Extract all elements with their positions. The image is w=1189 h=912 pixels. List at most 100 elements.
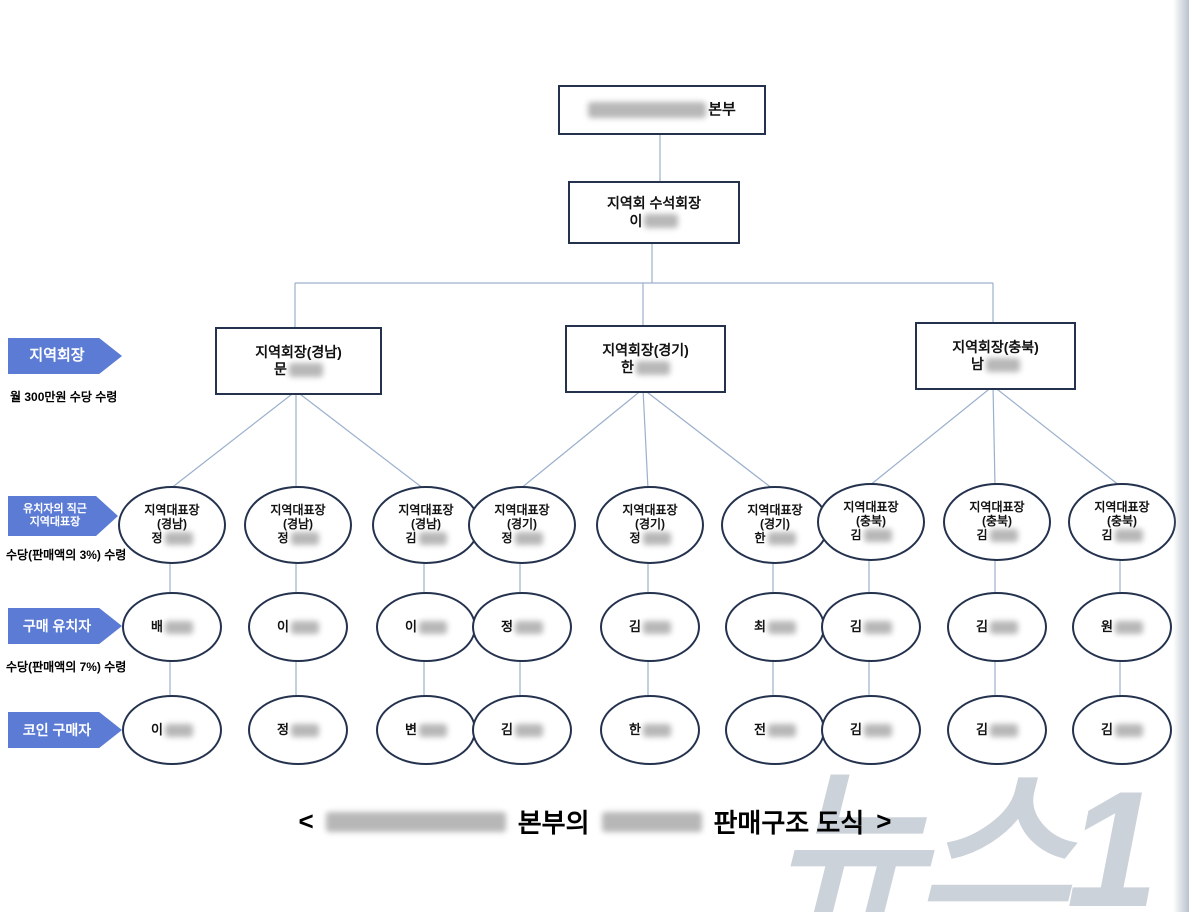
rep-node: 지역대표장 (경기) 정 <box>596 486 704 564</box>
chief-chairman-box: 지역회 수석회장 이 <box>568 181 740 244</box>
rep-region: (충북) <box>855 514 887 529</box>
redacted-blur <box>767 620 796 634</box>
buyer-node: 김 <box>821 695 921 765</box>
rep-region: (경남) <box>282 517 314 532</box>
rep-title: 지역대표장 <box>843 500 899 515</box>
redacted-blur <box>642 723 671 737</box>
redacted-blur <box>164 723 193 737</box>
buyer-node: 정 <box>248 695 348 765</box>
chief-name: 이 <box>630 213 679 231</box>
redacted-blur <box>290 532 319 546</box>
legend-chair-label: 지역회장 <box>29 347 85 364</box>
buyer-node: 김 <box>472 695 572 765</box>
chair-name: 한 <box>621 359 670 377</box>
rep-region: (경기) <box>506 517 538 532</box>
redacted-blur <box>164 532 193 546</box>
legend-arrow-rep: 유치자의 직근 지역대표장 <box>8 496 118 536</box>
recruiter-node: 원 <box>1072 592 1172 662</box>
rep-region: (충북) <box>981 514 1013 529</box>
chair-box-gyeongnam: 지역회장(경남) 문 <box>215 327 382 395</box>
rep-title: 지역대표장 <box>270 503 326 518</box>
redacted-blur <box>418 532 447 546</box>
redacted-blur <box>644 214 679 229</box>
rep-name: 정 <box>501 531 543 546</box>
chair-name: 남 <box>971 356 1020 374</box>
redacted-blur <box>767 723 796 737</box>
redacted-blur <box>989 723 1018 737</box>
rep-node: 지역대표장 (경기) 한 <box>721 486 829 564</box>
redacted-blur <box>989 620 1018 634</box>
rep-region: (충북) <box>1106 514 1138 529</box>
headquarters-label: 본부 <box>588 101 736 120</box>
rep-title: 지역대표장 <box>622 503 678 518</box>
rep-name: 김 <box>850 528 892 543</box>
legend-recruiter-note: 수당(판매액의 7%) 수령 <box>6 660 127 674</box>
buyer-node: 김 <box>1072 695 1172 765</box>
buyer-node: 한 <box>600 695 700 765</box>
redacted-blur <box>418 620 447 634</box>
recruiter-node: 이 <box>248 592 348 662</box>
redacted-blur <box>1114 529 1143 543</box>
legend-rep-label-line2: 지역대표장 <box>29 516 81 528</box>
redacted-blur <box>1114 723 1143 737</box>
redacted-blur <box>514 532 543 546</box>
recruiter-node: 김 <box>947 592 1047 662</box>
news1-watermark: 뉴스1 <box>775 757 1158 912</box>
redacted-blur <box>288 362 323 377</box>
legend-rep-note: 수당(판매액의 3%) 수령 <box>6 548 127 562</box>
rep-node: 지역대표장 (충북) 김 <box>817 483 925 561</box>
recruiter-node: 최 <box>725 592 825 662</box>
chief-title: 지역회 수석회장 <box>606 195 702 211</box>
caption-open-bracket: < <box>298 806 314 836</box>
legend-buyer-label: 코인 구매자 <box>22 721 92 738</box>
redacted-blur <box>588 102 707 118</box>
rep-title: 지역대표장 <box>494 503 550 518</box>
rep-title: 지역대표장 <box>144 503 200 518</box>
rep-node: 지역대표장 (충북) 김 <box>1068 483 1176 561</box>
redacted-blur <box>863 620 892 634</box>
buyer-node: 이 <box>122 695 222 765</box>
chair-box-gyeonggi: 지역회장(경기) 한 <box>565 325 726 393</box>
rep-name: 김 <box>976 528 1018 543</box>
legend-recruiter-label: 구매 유치자 <box>22 617 92 634</box>
recruiter-node: 이 <box>376 592 476 662</box>
chair-title: 지역회장(경남) <box>255 343 342 360</box>
recruiter-node: 정 <box>472 592 572 662</box>
redacted-blur <box>290 620 319 634</box>
redacted-blur <box>164 620 193 634</box>
redacted-blur <box>514 723 543 737</box>
buyer-node: 전 <box>725 695 825 765</box>
rep-node: 지역대표장 (경남) 정 <box>118 486 226 564</box>
redacted-blur <box>863 529 892 543</box>
rep-node: 지역대표장 (경기) 정 <box>468 486 576 564</box>
redacted-blur <box>767 532 796 546</box>
buyer-node: 김 <box>947 695 1047 765</box>
redacted-blur <box>601 811 702 832</box>
redacted-blur <box>985 357 1020 372</box>
redacted-blur <box>863 723 892 737</box>
legend-arrow-buyer: 코인 구매자 <box>8 712 122 748</box>
rep-name: 정 <box>277 531 319 546</box>
caption-mid-text: 본부의 <box>517 808 590 838</box>
recruiter-node: 배 <box>122 592 222 662</box>
buyer-node: 변 <box>376 695 476 765</box>
rep-region: (경기) <box>759 517 791 532</box>
redacted-blur <box>1114 620 1143 634</box>
rep-title: 지역대표장 <box>747 503 803 518</box>
rep-region: (경남) <box>156 517 188 532</box>
redacted-blur <box>635 360 670 375</box>
legend-rep-label-line1: 유치자의 직근 <box>23 502 87 515</box>
legend-chair-note: 월 300만원 수당 수령 <box>10 390 118 404</box>
redacted-blur <box>642 620 671 634</box>
chair-name: 문 <box>274 361 323 379</box>
rep-node: 지역대표장 (충북) 김 <box>943 483 1051 561</box>
rep-node: 지역대표장 (경남) 김 <box>372 486 480 564</box>
rep-region: (경기) <box>634 517 666 532</box>
rep-name: 김 <box>405 531 447 546</box>
redacted-blur <box>290 723 319 737</box>
caption-close-bracket: > <box>876 806 892 836</box>
rep-name: 김 <box>1101 528 1143 543</box>
recruiter-node: 김 <box>821 592 921 662</box>
